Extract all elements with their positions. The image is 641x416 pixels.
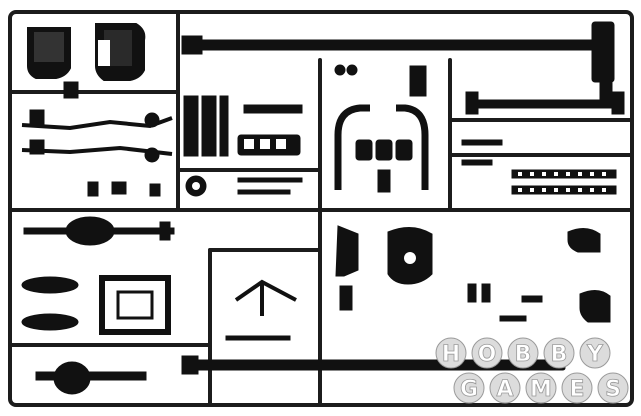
watermark-tile: B bbox=[507, 337, 539, 369]
watermark-tile: B bbox=[543, 337, 575, 369]
part-hub-b bbox=[144, 147, 160, 163]
part-small-studs bbox=[467, 283, 543, 322]
part-small-b bbox=[111, 181, 127, 195]
part-bracket-b bbox=[29, 139, 45, 155]
watermark-letter: G bbox=[460, 377, 478, 402]
watermark-line-1: H O B B Y bbox=[435, 337, 611, 369]
part-bar-c bbox=[225, 335, 291, 341]
part-mufflers bbox=[355, 139, 413, 193]
watermark-letter: A bbox=[496, 377, 513, 402]
part-ladder-rails bbox=[511, 169, 617, 195]
part-leaf-springs bbox=[21, 276, 79, 331]
part-frame-crossmember bbox=[99, 275, 171, 335]
watermark-line-2: G A M E S bbox=[453, 372, 629, 404]
part-chassis-rail-bottom-tab bbox=[181, 355, 199, 375]
part-ladder-holes bbox=[518, 172, 606, 192]
part-fender-a bbox=[567, 228, 601, 253]
part-front-axle bbox=[465, 91, 625, 115]
part-chassis-rail-top bbox=[181, 21, 615, 101]
watermark-tile: H bbox=[435, 337, 467, 369]
watermark-tile: M bbox=[525, 372, 557, 404]
part-bracket-large bbox=[335, 225, 359, 311]
part-bracket-a bbox=[29, 109, 45, 125]
part-diff-housing bbox=[35, 361, 147, 395]
sprue-frame bbox=[8, 10, 634, 407]
part-fender-b bbox=[579, 290, 611, 323]
part-rod-short-b bbox=[237, 189, 291, 195]
part-exhaust-stack bbox=[183, 95, 229, 157]
watermark-letter: B bbox=[515, 342, 532, 367]
part-knob-b bbox=[346, 64, 358, 76]
watermark-tile: A bbox=[489, 372, 521, 404]
part-rear-axle bbox=[23, 216, 175, 246]
part-small-a bbox=[87, 181, 99, 197]
watermark-letter: E bbox=[569, 377, 584, 402]
part-seat-right bbox=[95, 23, 146, 81]
watermark-letter: M bbox=[530, 377, 552, 402]
part-gear-hole bbox=[192, 182, 200, 190]
part-exhaust-pipes bbox=[334, 104, 429, 190]
watermark-letter: S bbox=[605, 377, 621, 402]
part-chassis-rail-bottom bbox=[184, 359, 566, 371]
watermark-letter: B bbox=[551, 342, 568, 367]
part-tall-bracket bbox=[409, 65, 427, 97]
watermark-letter: H bbox=[442, 342, 460, 367]
part-seat-left bbox=[27, 27, 71, 79]
part-seat-tab bbox=[63, 81, 79, 99]
watermark-letter: Y bbox=[586, 342, 604, 367]
watermark-tile: Y bbox=[579, 337, 611, 369]
part-link-a bbox=[461, 139, 503, 146]
watermark-tile: E bbox=[561, 372, 593, 404]
part-engine-block bbox=[237, 104, 303, 156]
part-fifth-wheel bbox=[387, 227, 433, 285]
part-wishbone bbox=[234, 279, 297, 316]
plastic-parts bbox=[21, 21, 625, 395]
watermark: H O B B Y G bbox=[435, 337, 629, 404]
watermark-tile: S bbox=[597, 372, 629, 404]
part-rod-short bbox=[237, 177, 303, 183]
watermark-letter: O bbox=[478, 342, 497, 367]
part-knob-a bbox=[334, 64, 346, 76]
part-link-b bbox=[461, 159, 493, 166]
part-hub-a bbox=[144, 112, 160, 128]
watermark-tile: G bbox=[453, 372, 485, 404]
watermark-tile: O bbox=[471, 337, 503, 369]
part-small-c bbox=[149, 183, 161, 197]
